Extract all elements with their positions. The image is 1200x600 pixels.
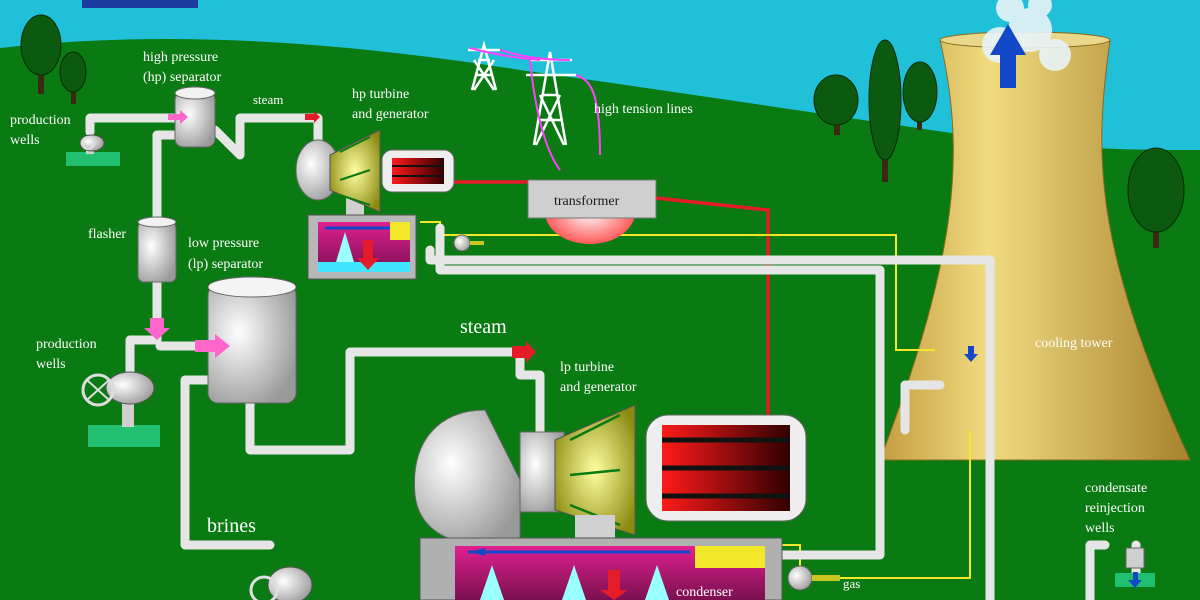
- wellhead-low: [81, 371, 160, 447]
- hp-turbine: [295, 129, 381, 220]
- label-brines: brines: [207, 515, 256, 537]
- label-lp-turbine: lp turbine: [560, 360, 614, 375]
- hp-gas-ejector: [453, 234, 484, 252]
- main-condenser: [419, 537, 783, 600]
- label-hp-separator-2: (hp) separator: [143, 70, 221, 85]
- steam-arrow-icon: [168, 110, 188, 124]
- flasher: [137, 216, 177, 283]
- pipe-network: [85, 113, 1141, 600]
- label-production-wells-top: production: [10, 113, 71, 128]
- label-steam-big: steam: [460, 316, 507, 338]
- cooling-tower: [879, 39, 1191, 461]
- left-arrow-icon: [470, 548, 485, 556]
- down-arrow-icon: [357, 240, 379, 270]
- tree-icon: [902, 61, 938, 130]
- valve-wheel-icon: [81, 373, 115, 407]
- wellhead-brines: [249, 566, 313, 600]
- label-gas: gas: [843, 576, 860, 591]
- label-production-wells-low: production: [36, 337, 97, 352]
- tree-icon: [868, 39, 902, 182]
- valve-wheel-icon: [249, 575, 279, 600]
- lp-separator: [207, 276, 297, 404]
- label-hp-separator: high pressure: [143, 50, 218, 65]
- label-reinjection-2: reinjection: [1085, 501, 1145, 516]
- label-lp-separator-2: (lp) separator: [188, 257, 263, 272]
- hp-generator: [381, 149, 455, 193]
- steam-arrow-icon: [195, 334, 230, 358]
- label-reinjection-3: wells: [1085, 521, 1115, 536]
- label-transformer: transformer: [554, 194, 620, 209]
- hp-condenser: [307, 214, 417, 280]
- label-steam-small: steam: [253, 92, 283, 107]
- power-line: [450, 180, 770, 418]
- hp-separator: [174, 86, 216, 148]
- tree-icon: [813, 74, 859, 135]
- reinjection-wellhead: [1115, 547, 1155, 588]
- tree-icon: [59, 51, 87, 104]
- steam-arrow-icon: [305, 111, 320, 123]
- steam-arrow-icon: [512, 341, 536, 363]
- down-arrow-icon: [964, 346, 978, 362]
- down-arrow-icon: [1128, 572, 1142, 588]
- label-hp-turbine: hp turbine: [352, 87, 409, 102]
- high-tension-lines: [469, 47, 601, 171]
- up-arrow-icon: [990, 24, 1026, 88]
- tree-icon: [20, 14, 62, 94]
- down-arrow-icon: [600, 570, 628, 600]
- label-lp-separator: low pressure: [188, 236, 259, 251]
- wellhead-top: [66, 134, 120, 166]
- tree-icon: [1127, 147, 1185, 248]
- label-production-wells-top-2: wells: [10, 133, 40, 148]
- label-flasher: flasher: [88, 227, 126, 242]
- main-gas-ejector: [787, 565, 840, 591]
- lp-generator: [645, 414, 807, 522]
- label-reinjection: condensate: [1085, 481, 1147, 496]
- label-condenser: condenser: [676, 585, 733, 600]
- label-high-tension: high tension lines: [594, 102, 693, 117]
- label-cooling-tower: cooling tower: [1035, 336, 1113, 351]
- label-lp-turbine-2: and generator: [560, 380, 637, 395]
- transformer-box: [527, 179, 657, 219]
- logo-bar: [82, 0, 198, 8]
- label-hp-turbine-2: and generator: [352, 107, 429, 122]
- steam-arrow-icon: [144, 318, 170, 340]
- label-production-wells-low-2: wells: [36, 357, 66, 372]
- valve-wheel-icon: [81, 136, 95, 150]
